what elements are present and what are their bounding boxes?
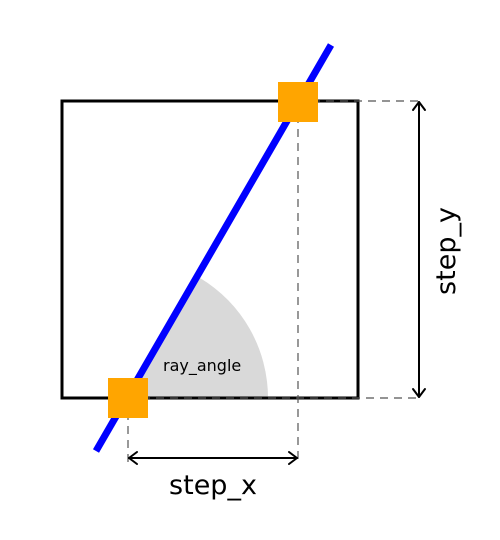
angle-wedge bbox=[128, 278, 268, 398]
step-x-arrow bbox=[128, 451, 298, 465]
step-x-label: step_x bbox=[169, 470, 257, 501]
angle-label: ray_angle bbox=[163, 356, 241, 376]
step-y-label: step_y bbox=[431, 207, 462, 295]
step-y-arrow bbox=[412, 101, 426, 398]
intersection-marker-top bbox=[278, 82, 318, 122]
grid-cell bbox=[60, 99, 360, 400]
guide-lines bbox=[127, 100, 420, 462]
intersection-marker-bottom bbox=[108, 378, 148, 418]
